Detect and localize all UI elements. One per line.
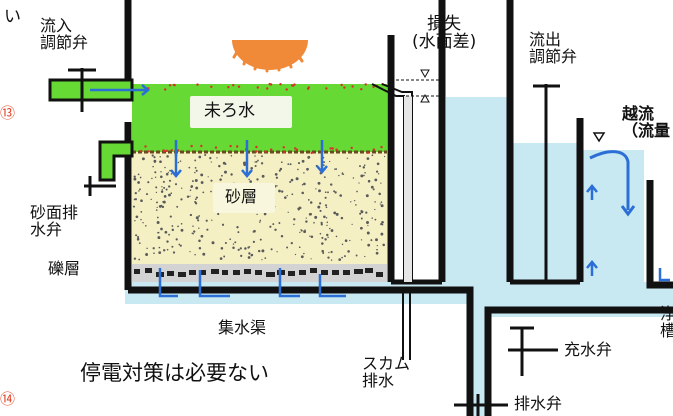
- overflow-label: 越流 （流量: [622, 104, 671, 140]
- overflow-arrowhead: [620, 205, 636, 217]
- inflow-valve-label: 流入 調節弁: [40, 16, 89, 52]
- clean-water-inlet: [577, 150, 644, 290]
- tank-walls: [124, 0, 673, 416]
- corner-hiragana: い: [4, 7, 21, 27]
- marker-13: ⑬: [0, 104, 16, 122]
- marker-14: ⑭: [0, 390, 16, 408]
- clean-water-tank-label: 浄 槽: [660, 304, 673, 340]
- scum-drain-pipe: [402, 290, 411, 360]
- surface-drain-pipe: [98, 140, 134, 182]
- algae-specks: [140, 82, 384, 155]
- weir-level-marker: [592, 132, 606, 143]
- gravel-layer-label: 礫層: [48, 259, 81, 278]
- surface-drain-valve-icon: [84, 176, 116, 196]
- overflow-arrow: [589, 150, 630, 210]
- water-level-markers: [396, 69, 442, 103]
- raw-water-label: 未ろ水: [204, 101, 255, 121]
- fill-valve-icon: [508, 326, 558, 376]
- raw-water-label-box: [190, 96, 292, 128]
- sand-label-box: [213, 183, 275, 213]
- drain-valve-label: 排水弁: [514, 394, 563, 413]
- surface-drain-valve-label: 砂面排 水弁: [30, 203, 79, 239]
- sand-layer-label: 砂層: [225, 187, 258, 206]
- no-power-outage-measures-text: 停電対策は必要ない: [80, 361, 269, 385]
- loss-label: 損失 (水面差): [412, 14, 477, 52]
- fill-valve-label: 充水弁: [564, 340, 613, 359]
- outflow-chamber-water: [446, 97, 508, 285]
- collector-channel-label: 集水渠: [218, 318, 267, 337]
- scum-drain-label: スカム 排水: [362, 354, 411, 390]
- drain-pipe-water: [470, 304, 488, 416]
- inflow-valve-icon: [68, 68, 96, 112]
- sun-rays: [232, 50, 304, 73]
- flow-arrows: [90, 84, 670, 298]
- outflow-valve-label: 流出 調節弁: [529, 30, 578, 66]
- outflow-valve-icon: [533, 84, 560, 282]
- gravel-texture: [134, 268, 383, 277]
- outlet-pipe-fill: [404, 96, 412, 282]
- drain-valve-icon: [454, 394, 508, 416]
